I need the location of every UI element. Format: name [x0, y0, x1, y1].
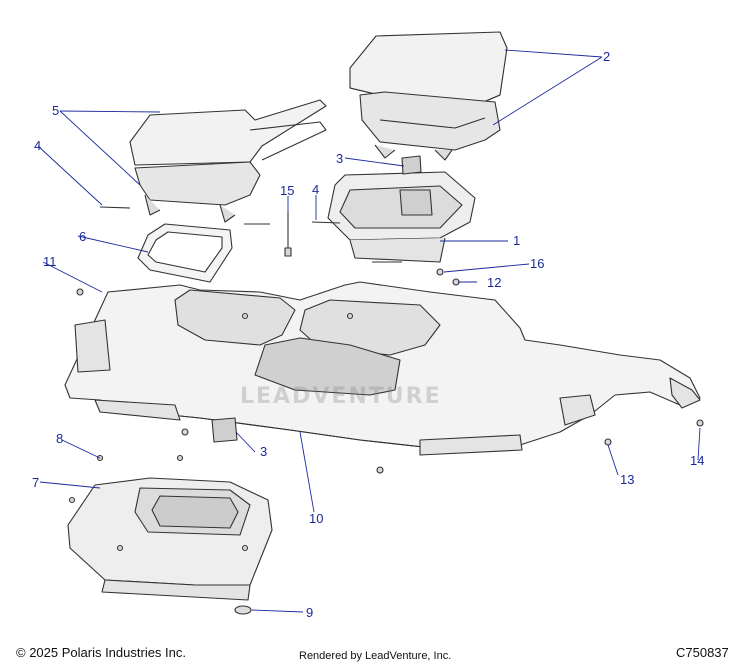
- part-5-seat-lid: [129, 99, 327, 223]
- part-2-seat-lid: [349, 31, 508, 161]
- callout-16[interactable]: 16: [530, 256, 545, 271]
- part-3-latch-upper: [401, 155, 422, 175]
- part-9-plug: [234, 605, 252, 615]
- part-1-storage-tray: [327, 171, 476, 263]
- part-10-main-panel: [64, 281, 701, 456]
- callout-2[interactable]: 2: [603, 49, 611, 64]
- callout-5[interactable]: 5: [52, 103, 60, 118]
- callout-8[interactable]: 8: [56, 431, 64, 446]
- callout-11[interactable]: 11: [43, 254, 57, 269]
- callout-1[interactable]: 1: [513, 233, 521, 248]
- copyright-text: © 2025 Polaris Industries Inc.: [16, 645, 186, 660]
- callout-4-left[interactable]: 4: [34, 138, 42, 153]
- callout-15[interactable]: 15: [280, 183, 295, 198]
- callout-13[interactable]: 13: [620, 472, 635, 487]
- leader-lines: [37, 49, 701, 613]
- part-3-latch: [211, 417, 238, 443]
- diagram-code: C750837: [676, 645, 729, 660]
- part-6-gasket: [137, 223, 233, 283]
- watermark: LEADVENTURE: [240, 384, 442, 409]
- callout-3-upper[interactable]: 3: [336, 151, 344, 166]
- callout-10[interactable]: 10: [309, 511, 324, 526]
- rendered-by-text: Rendered by LeadVenture, Inc.: [299, 650, 452, 662]
- callout-7[interactable]: 7: [32, 475, 40, 490]
- callout-3-lower[interactable]: 3: [260, 444, 268, 459]
- callout-4-right[interactable]: 4: [312, 182, 320, 197]
- part-7-storage-bin: [67, 477, 273, 601]
- callout-6[interactable]: 6: [79, 229, 87, 244]
- callout-9[interactable]: 9: [306, 605, 314, 620]
- callout-12[interactable]: 12: [487, 275, 502, 290]
- callout-14[interactable]: 14: [690, 453, 705, 468]
- fasteners: [68, 206, 704, 552]
